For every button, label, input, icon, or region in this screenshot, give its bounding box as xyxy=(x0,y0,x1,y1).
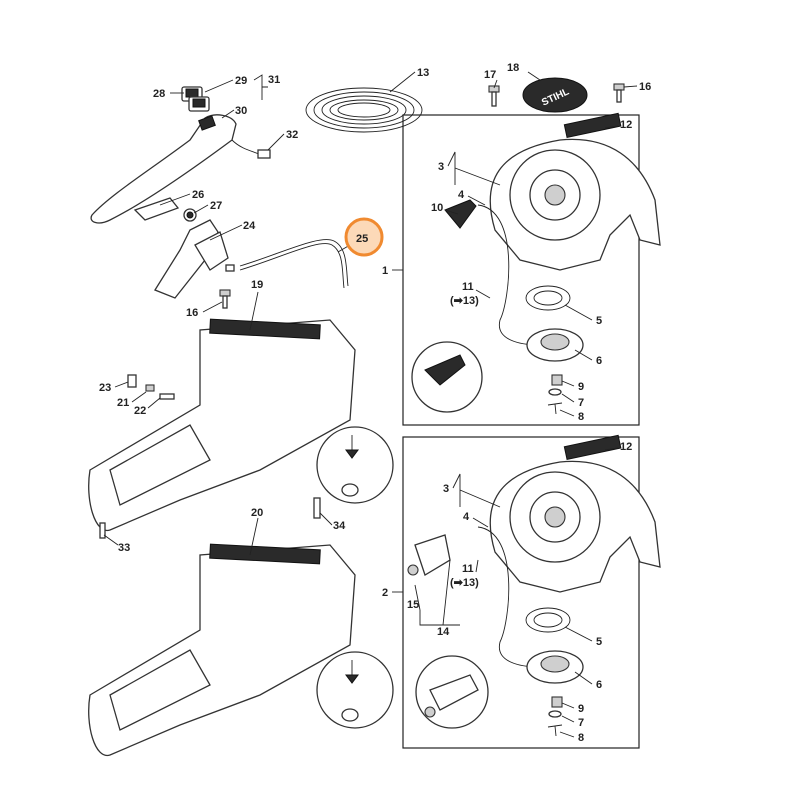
highlight-callout-25[interactable] xyxy=(344,217,384,257)
callout-22[interactable]: 22 xyxy=(134,405,146,417)
callout-10[interactable]: 10 xyxy=(431,202,443,214)
callout-30[interactable]: 30 xyxy=(235,105,247,117)
rewind-spring-13 xyxy=(305,87,423,133)
callout-8b[interactable]: 8 xyxy=(578,732,584,744)
callout-13-ref[interactable]: (➡13) xyxy=(450,295,479,307)
callout-labels: 28 29 31 30 32 26 27 24 25 16 19 13 17 1… xyxy=(99,62,651,744)
callout-28[interactable]: 28 xyxy=(153,88,165,100)
callout-14[interactable]: 14 xyxy=(437,626,450,638)
callout-6b[interactable]: 6 xyxy=(596,679,602,691)
starter-internals-1 xyxy=(411,199,584,415)
callout-24[interactable]: 24 xyxy=(243,220,256,232)
callout-27[interactable]: 27 xyxy=(210,200,222,212)
callout-13-ref-b[interactable]: (➡13) xyxy=(450,577,479,589)
callout-3b[interactable]: 3 xyxy=(443,483,449,495)
callout-21[interactable]: 21 xyxy=(117,397,129,409)
callout-18[interactable]: 18 xyxy=(507,62,519,74)
starter-assembly-box-2 xyxy=(402,436,640,749)
callout-9[interactable]: 9 xyxy=(578,381,584,393)
throttle-trigger xyxy=(133,197,235,299)
callout-20[interactable]: 20 xyxy=(251,507,263,519)
callout-16[interactable]: 16 xyxy=(186,307,198,319)
callout-4[interactable]: 4 xyxy=(458,189,465,201)
handle-housing-20 xyxy=(88,543,394,756)
callout-13[interactable]: 13 xyxy=(417,67,429,79)
callout-4b[interactable]: 4 xyxy=(463,511,470,523)
fan-housing-1 xyxy=(489,112,661,271)
callout-23[interactable]: 23 xyxy=(99,382,111,394)
callout-29[interactable]: 29 xyxy=(235,75,247,87)
callout-33[interactable]: 33 xyxy=(118,542,130,554)
callout-5[interactable]: 5 xyxy=(596,315,602,327)
callout-31[interactable]: 31 xyxy=(268,74,280,86)
callout-34[interactable]: 34 xyxy=(333,520,346,532)
callout-26[interactable]: 26 xyxy=(192,189,204,201)
callout-9b[interactable]: 9 xyxy=(578,703,584,715)
callout-2[interactable]: 2 xyxy=(382,587,388,599)
callout-17[interactable]: 17 xyxy=(484,69,496,81)
callout-32[interactable]: 32 xyxy=(286,129,298,141)
callout-7[interactable]: 7 xyxy=(578,397,584,409)
callout-25[interactable]: 25 xyxy=(356,233,368,245)
stihl-badge xyxy=(522,77,588,113)
callout-3[interactable]: 3 xyxy=(438,161,444,173)
callout-19[interactable]: 19 xyxy=(251,279,263,291)
throttle-cable xyxy=(239,243,345,289)
callout-12[interactable]: 12 xyxy=(620,119,632,131)
callout-11[interactable]: 11 xyxy=(462,281,474,293)
switch-parts xyxy=(90,86,271,224)
fan-housing-2 xyxy=(489,434,661,593)
callout-12b[interactable]: 12 xyxy=(620,441,632,453)
callout-1[interactable]: 1 xyxy=(382,265,388,277)
handle-housing-19 xyxy=(88,318,394,531)
starter-internals-2 xyxy=(407,526,584,737)
callout-15[interactable]: 15 xyxy=(407,599,419,611)
callout-7b[interactable]: 7 xyxy=(578,717,584,729)
callout-8[interactable]: 8 xyxy=(578,411,584,423)
callout-16b[interactable]: 16 xyxy=(639,81,651,93)
callout-6[interactable]: 6 xyxy=(596,355,602,367)
small-parts xyxy=(99,374,321,539)
callout-5b[interactable]: 5 xyxy=(596,636,602,648)
callout-11b[interactable]: 11 xyxy=(462,563,474,575)
leader-lines xyxy=(103,71,638,738)
